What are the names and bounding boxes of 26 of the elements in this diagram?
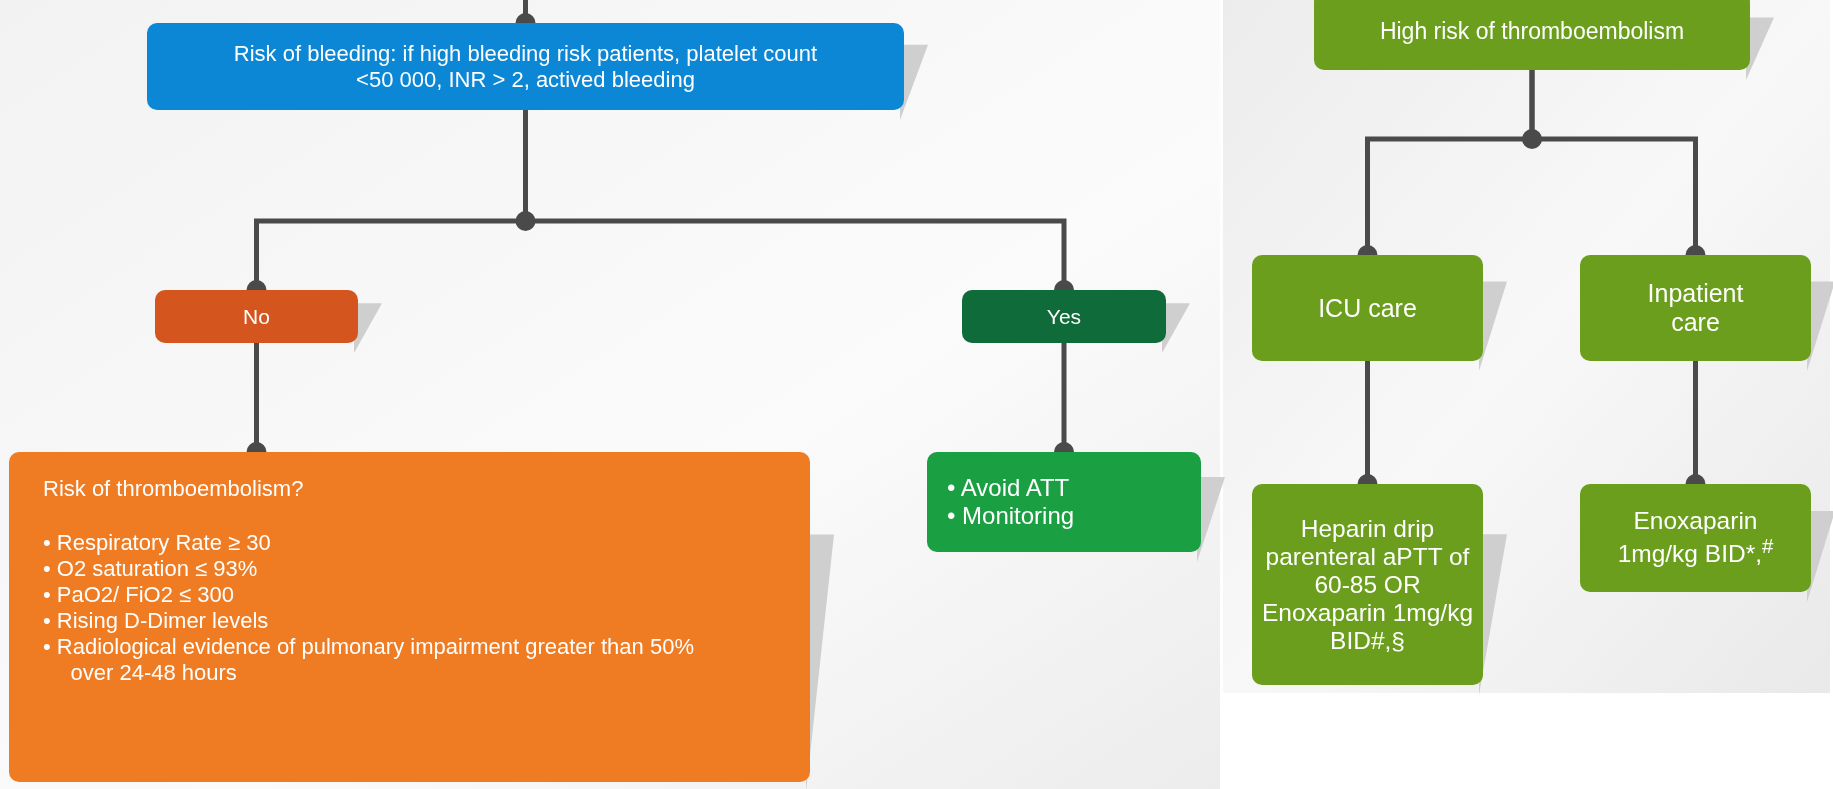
box-text: Enoxaparin 1mg/kg BID*,$^{#}$ (1616, 507, 1775, 569)
box-text: No (243, 304, 270, 329)
bullet-item: • Radiological evidence of pulmonary impairment greater than 50% over 24-48 hours (43, 634, 695, 686)
action-box (927, 452, 1201, 552)
criteria-box (9, 452, 810, 782)
decision-box (147, 23, 904, 110)
bullet-item: • O2 saturation ≤ 93% (43, 556, 259, 582)
treatment-box (1252, 484, 1483, 685)
heading: Risk of thromboembolism? (43, 476, 304, 502)
bullet-item: • Avoid ATT (947, 474, 1071, 502)
bullet-item: • Monitoring (947, 502, 1076, 530)
bullet-item: • PaO2/ FiO2 ≤ 300 (43, 582, 235, 608)
box-text: Risk of bleeding: if high bleeding risk patients, platelet count <50 000, INR > 2, actived bleeding (232, 40, 819, 93)
answer-box (155, 290, 358, 343)
box-text: ICU care (1318, 293, 1417, 323)
treatment-box (1580, 484, 1811, 592)
box-text: Yes (1046, 304, 1082, 329)
box-text: Heparin drip parenteral aPTT of 60-85 OR Enoxaparin 1mg/kg BID#,§ (1260, 514, 1475, 655)
box-text: High risk of thromboembolism (1379, 17, 1685, 45)
bullet-item: • Respiratory Rate ≥ 30 (43, 530, 272, 556)
care-box (1252, 255, 1483, 361)
answer-box (962, 290, 1166, 343)
care-box (1580, 255, 1811, 361)
category-box (1314, 0, 1750, 70)
box-text: Inpatient care (1646, 279, 1745, 337)
bullet-item: • Rising D-Dimer levels (43, 608, 270, 634)
